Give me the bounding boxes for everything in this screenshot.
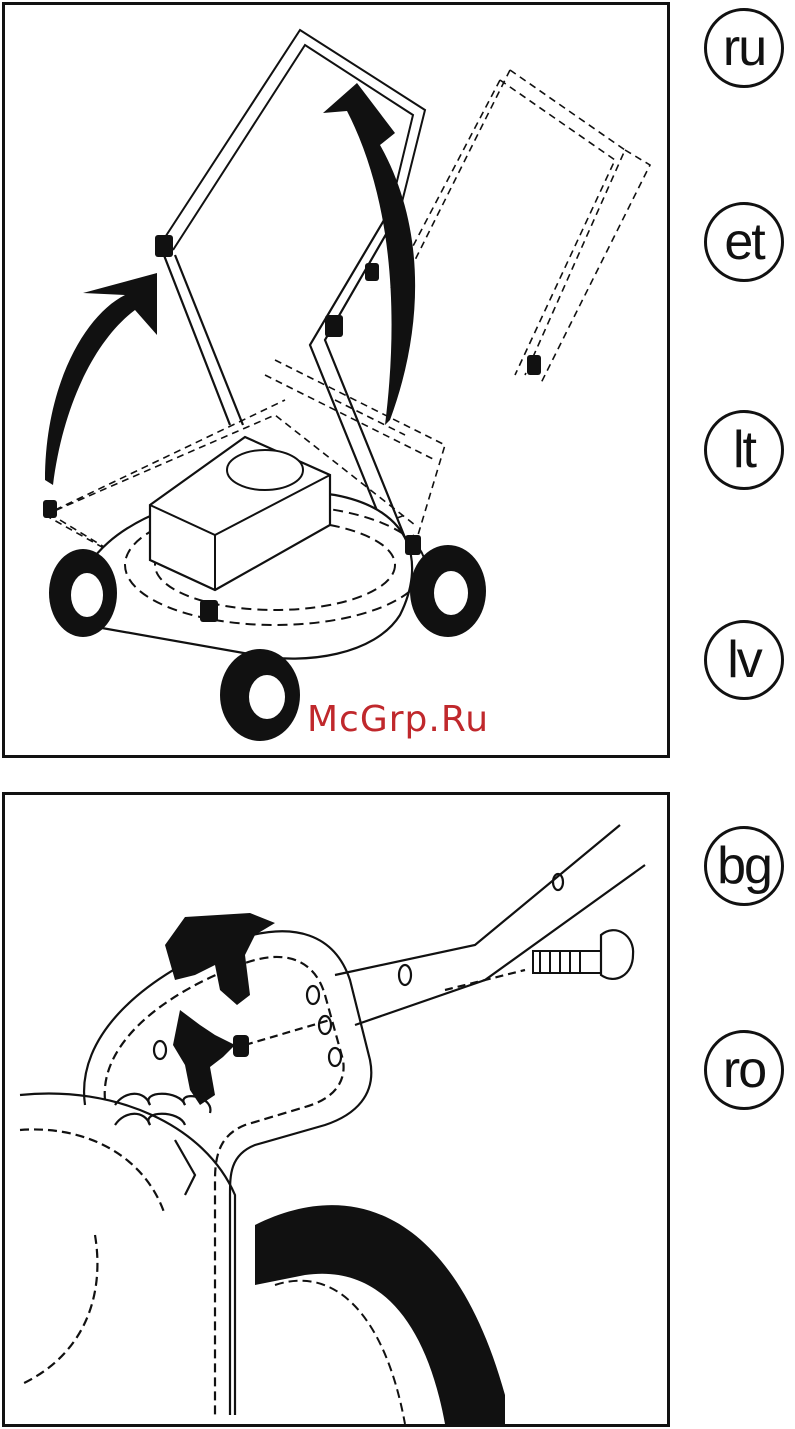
mower-illustration	[5, 5, 667, 755]
language-badge-et: et	[704, 202, 784, 282]
bolt-icon	[533, 930, 633, 979]
watermark-text: McGrp.Ru	[307, 699, 489, 740]
knob-upper-icon	[165, 913, 275, 1005]
arrow-right-icon	[323, 83, 415, 425]
figure-panel-bolt	[2, 792, 670, 1427]
star-knob-icon	[173, 1010, 235, 1105]
language-badge-bg: bg	[704, 826, 784, 906]
language-badge-ru: ru	[704, 8, 784, 88]
language-badge-ro: ro	[704, 1030, 784, 1110]
figure-panel-mower: McGrp.Ru	[2, 2, 670, 758]
arrow-left-icon	[45, 273, 157, 485]
bolt-knob-illustration	[5, 795, 667, 1424]
language-badge-lt: lt	[704, 410, 784, 490]
language-badge-lv: lv	[704, 620, 784, 700]
